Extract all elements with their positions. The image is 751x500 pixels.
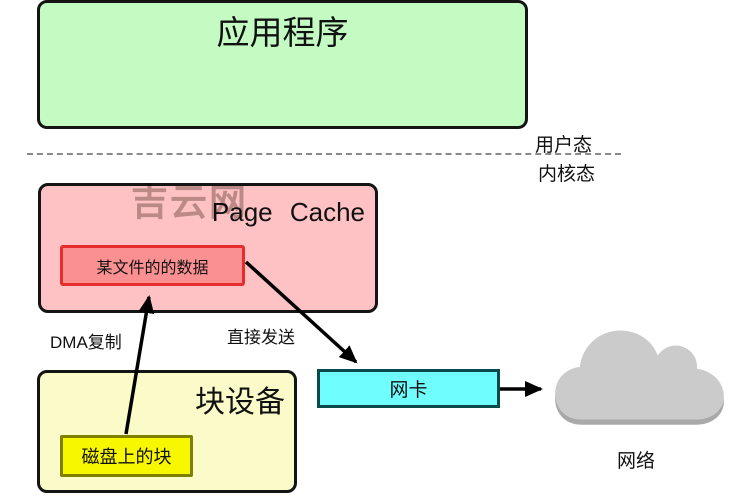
network-label: 网络 — [617, 451, 656, 472]
nic-label: 网卡 — [389, 380, 428, 401]
direct-send-label: 直接发送 — [227, 328, 295, 347]
page-cache-label: Page Cache — [211, 197, 365, 227]
block-device-label: 块设备 — [195, 386, 285, 419]
disk-block-box: 磁盘上的块 — [60, 435, 193, 477]
dma-copy-label: DMA复制 — [50, 333, 122, 352]
file-data-box: 某文件的的数据 — [60, 245, 245, 286]
disk-block-label: 磁盘上的块 — [81, 447, 172, 467]
network-cloud-icon — [555, 330, 724, 425]
nic-box: 网卡 — [317, 369, 500, 408]
application-box: 应用程序 — [37, 0, 528, 129]
user-kernel-divider — [27, 153, 621, 155]
kernel-mode-label: 内核态 — [538, 164, 596, 185]
application-label: 应用程序 — [216, 14, 349, 51]
file-data-label: 某文件的的数据 — [96, 259, 209, 277]
cloud-body — [555, 330, 724, 420]
user-mode-label: 用户态 — [535, 135, 593, 156]
